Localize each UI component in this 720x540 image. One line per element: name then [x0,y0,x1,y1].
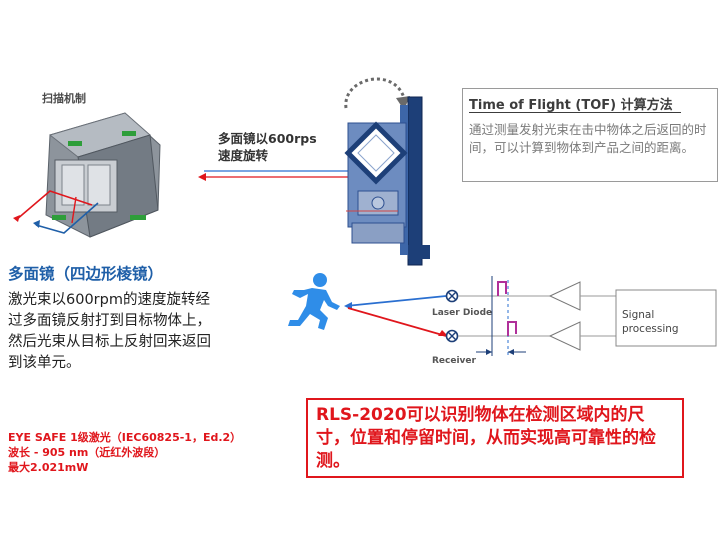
tof-title: Time of Flight (TOF) 计算方法 [469,98,673,113]
receiver-label: Receiver [432,356,476,366]
laser-diode-label: Laser Diode [432,308,493,318]
spec-line-wavelength: 波长 - 905 nm（近红外波段） [8,446,166,459]
polygon-mirror-heading: 多面镜（四边形棱镜） [8,265,164,283]
laser-safety-spec: EYE SAFE 1级激光（IEC60825-1，Ed.2） 波长 - 905 … [8,430,241,475]
tof-body: 通过测量发射光束在击中物体之后返回的时间，可以计算到物体到产品之间的距离。 [469,122,707,155]
beam-path-illustration [198,170,354,181]
scan-mechanism-title: 扫描机制 [42,92,86,105]
rotation-speed-label: 多面镜以600rps 速度旋转 [218,130,317,164]
rls-2020-callout: RLS-2020可以识别物体在检测区域内的尺寸，位置和停留时间，从而实现高可靠性… [306,398,684,478]
rotation-arrow-icon [344,77,410,110]
spec-line-power: 最大2.021mW [8,461,89,474]
rls-2020-callout-text: RLS-2020可以识别物体在检测区域内的尺寸，位置和停留时间，从而实现高可靠性… [316,405,656,471]
spec-line-eye-safe: EYE SAFE 1级激光（IEC60825-1，Ed.2） [8,431,242,444]
signal-processing-line-1: Signal [622,309,655,321]
scanner-housing-illustration [13,112,161,238]
signal-processing-label: Signal processing [622,308,679,336]
polygon-mirror-description: 激光束以600rpm的速度旋转经过多面镜反射打到目标物体上，然后光束从目标上反射… [8,292,211,371]
polygon-mirror-assembly [344,96,430,266]
tof-title-underline [469,112,681,113]
signal-processing-line-2: processing [622,323,679,335]
rotation-speed-line-2: 速度旋转 [218,148,269,163]
rotation-speed-line-1: 多面镜以600rps [218,131,317,146]
running-person-icon [288,273,340,330]
tof-explanation-box: Time of Flight (TOF) 计算方法 通过测量发射光束在击中物体之… [462,88,718,182]
tof-block-diagram [344,276,717,356]
